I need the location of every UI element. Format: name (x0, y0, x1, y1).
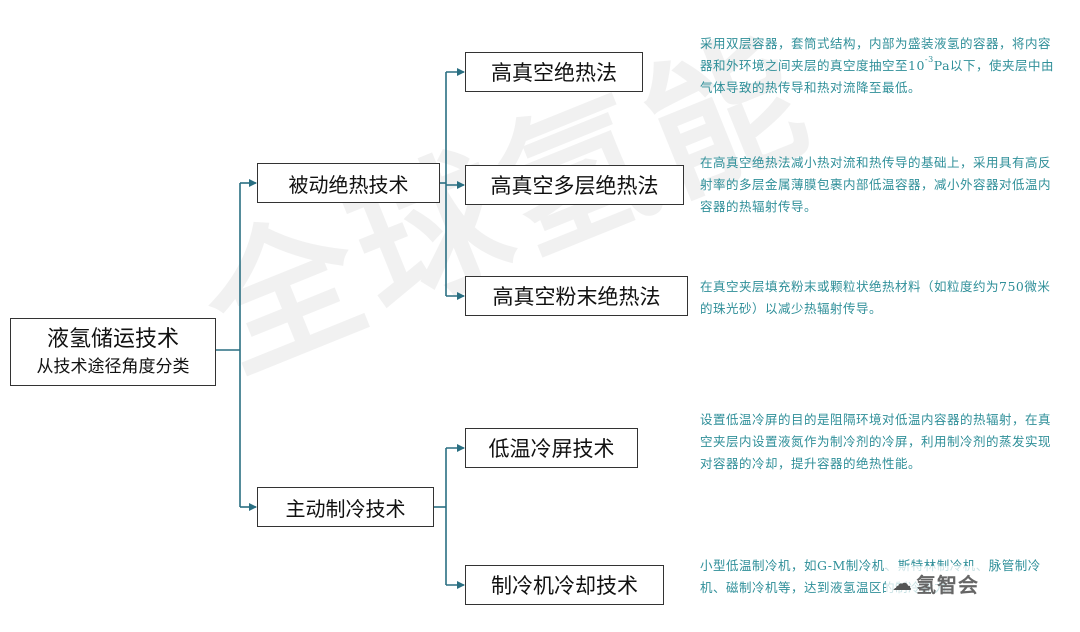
node-method-cold-shield: 低温冷屏技术 (465, 428, 638, 468)
root-node: 液氢储运技术 从技术途径角度分类 (10, 318, 216, 386)
desc-multilayer: 在高真空绝热法减小热对流和热传导的基础上，采用具有高反射率的多层金属薄膜包裹内部… (700, 155, 1052, 214)
node-method-cryocooler: 制冷机冷却技术 (465, 565, 664, 605)
desc-cryocooler: 小型低温制冷机，如G-M制冷机、斯特林制冷机、脉管制冷机、磁制冷机等，达到液氢温… (700, 558, 1041, 595)
desc-powder: 在真空夹层填充粉末或颗粒状绝热材料（如粒度约为750微米的珠光砂）以减少热辐射传… (700, 279, 1051, 316)
node-method-high-vacuum: 高真空绝热法 (465, 52, 643, 92)
node-active-cooling: 主动制冷技术 (257, 487, 434, 527)
root-subtitle: 从技术途径角度分类 (36, 357, 190, 377)
wechat-icon: ☁ (892, 571, 912, 595)
root-title: 液氢储运技术 (46, 327, 179, 352)
node-method-multilayer: 高真空多层绝热法 (465, 165, 684, 205)
desc-high-vacuum: 采用双层容器，套筒式结构，内部为盛装液氢的容器，将内容器和外环境之间夹层的真空度… (700, 33, 1062, 99)
desc-high-vacuum-b: Pa以下，使夹层中由气体导致的热传导和热对流降至最低。 (700, 58, 1055, 95)
node-method-powder: 高真空粉末绝热法 (465, 276, 688, 316)
desc-cold-shield: 设置低温冷屏的目的是阻隔环境对低温内容器的热辐射，在真空夹层内设置液氮作为制冷剂… (700, 412, 1052, 471)
desc-high-vacuum-exponent: -3 (924, 55, 934, 64)
node-passive-insulation: 被动绝热技术 (257, 163, 440, 203)
logo-text: 氢智会 (916, 572, 979, 597)
source-logo: ☁ 氢智会 (886, 566, 985, 600)
desc-high-vacuum-a: 采用双层容器，套筒式结构，内部为盛装液氢的容器，将内容器和外环境之间夹层的真空度… (700, 36, 1052, 73)
